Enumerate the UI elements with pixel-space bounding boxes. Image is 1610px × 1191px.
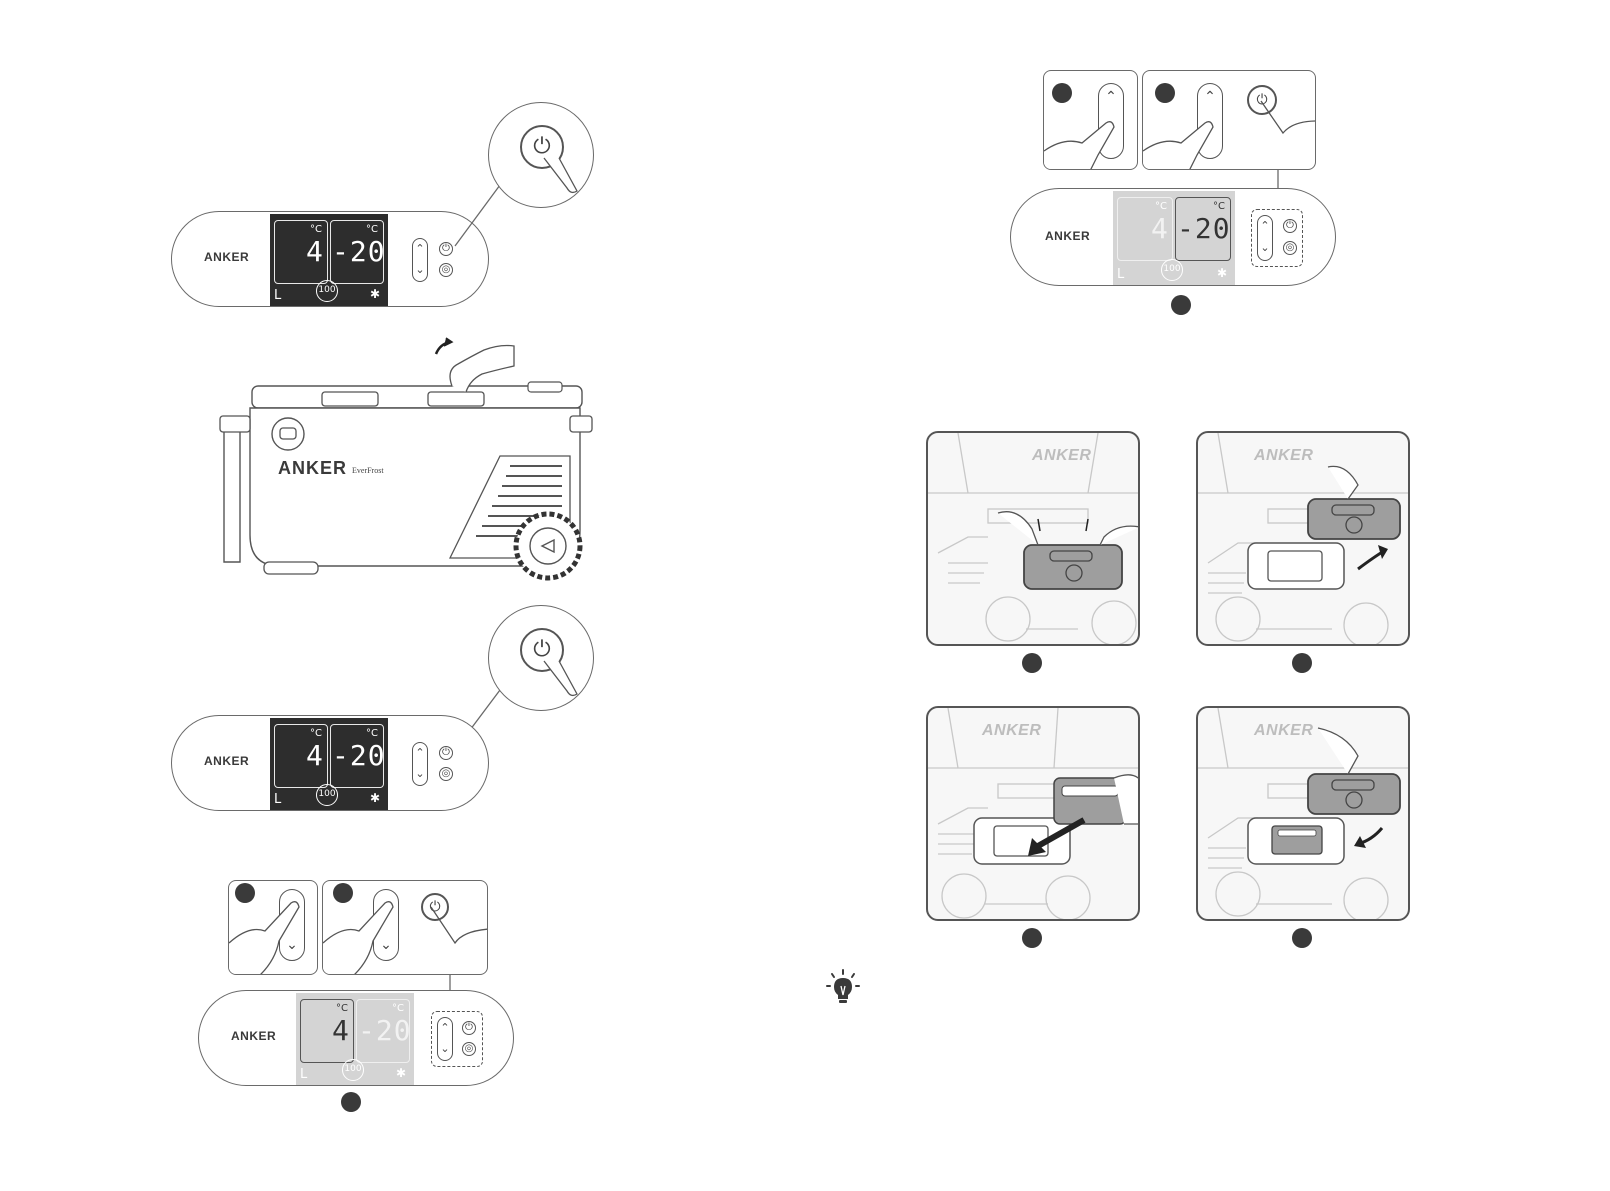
settings-button[interactable]: ◎ (462, 1042, 476, 1056)
step-marker (1171, 295, 1191, 315)
battery-step-photo-3: ANKER (926, 706, 1140, 921)
step-box-press-up: ⌃ (1043, 70, 1138, 170)
settings-button[interactable]: ◎ (439, 263, 453, 277)
settings-button[interactable]: ◎ (439, 767, 453, 781)
right-temp: -20 (358, 1017, 412, 1045)
left-temp: 4 (332, 1017, 350, 1045)
mode-letter: L (274, 288, 281, 303)
left-unit: °C (336, 1003, 348, 1014)
step-marker (1292, 928, 1312, 948)
control-panel-2: ANKER °C °C 4 -20 L 100 ✱ ⌃ ⌄ ⏻ ◎ (171, 715, 489, 811)
left-temp: 4 (306, 238, 324, 266)
right-temp: -20 (332, 742, 386, 770)
step-box-press-up-power: ⌃ ⏻ (1142, 70, 1316, 170)
bluetooth-icon: ✱ (396, 1066, 406, 1080)
battery-cover-illustration (928, 433, 1140, 646)
mode-letter: L (274, 792, 281, 807)
step-box-press-down-power: ⌄ ⏻ (322, 880, 488, 975)
control-panel-3: ANKER °C °C 4 -20 L 100 ✱ ⌃ ⌄ ⏻ ◎ (198, 990, 514, 1086)
anker-logo: ANKER (204, 754, 249, 768)
battery-indicator: 100 (342, 1059, 364, 1081)
right-temp: -20 (1177, 215, 1231, 243)
finger-illustration (489, 103, 595, 209)
anker-logo: ANKER (204, 250, 249, 264)
chevron-up-icon[interactable]: ⌃ (438, 1021, 452, 1034)
control-panel-4: ANKER °C °C 4 -20 L 100 ✱ ⌃ ⌄ ⏻ ◎ (1010, 188, 1336, 286)
step-marker (1022, 653, 1042, 673)
chevron-down-icon[interactable]: ⌄ (438, 1042, 452, 1055)
power-button[interactable]: ⏻ (439, 746, 453, 760)
zoom-power-press-1: ⏻ (488, 102, 594, 208)
left-unit: °C (310, 224, 322, 235)
mode-letter: L (300, 1067, 307, 1082)
temp-adjust-pill[interactable]: ⌃ ⌄ (437, 1017, 453, 1061)
battery-cover-close-illustration (1198, 708, 1410, 921)
right-unit: °C (366, 728, 378, 739)
hand-illustration (1143, 71, 1316, 170)
lcd-screen: °C °C 4 -20 L 100 ✱ (296, 993, 414, 1085)
cooler-brand: ANKER (278, 458, 347, 479)
battery-insert-illustration (928, 708, 1140, 921)
temp-adjust-pill[interactable]: ⌃ ⌄ (1257, 215, 1273, 261)
hand-illustration (1044, 71, 1138, 170)
battery-indicator: 100 (316, 784, 338, 806)
left-temp: 4 (306, 742, 324, 770)
right-unit: °C (1213, 201, 1225, 212)
chevron-up-icon[interactable]: ⌃ (1258, 219, 1272, 232)
right-temp: -20 (332, 238, 386, 266)
lcd-screen: °C °C 4 -20 L 100 ✱ (1113, 191, 1235, 285)
step-box-press-down: ⌄ (228, 880, 318, 975)
battery-indicator: 100 (1161, 259, 1183, 281)
right-unit: °C (392, 1003, 404, 1014)
finger-illustration (489, 606, 595, 712)
control-panel-1: ANKER °C °C 4 -20 L 100 ✱ ⌃ ⌄ ⏻ ◎ (171, 211, 489, 307)
step-marker (341, 1092, 361, 1112)
chevron-up-icon[interactable]: ⌃ (413, 746, 427, 759)
lightbulb-icon (826, 968, 860, 1004)
lcd-screen: °C °C 4 -20 L 100 ✱ (270, 214, 388, 306)
settings-button[interactable]: ◎ (1283, 241, 1297, 255)
battery-cover-illustration (1198, 433, 1410, 646)
hand-illustration (229, 881, 318, 975)
temp-adjust-pill[interactable]: ⌃ ⌄ (412, 238, 428, 282)
hand-illustration (323, 881, 488, 975)
temp-adjust-pill[interactable]: ⌃ ⌄ (412, 742, 428, 786)
chevron-down-icon[interactable]: ⌄ (1258, 241, 1272, 254)
chevron-down-icon[interactable]: ⌄ (413, 767, 427, 780)
battery-indicator: 100 (316, 280, 338, 302)
lcd-screen: °C °C 4 -20 L 100 ✱ (270, 718, 388, 810)
mode-letter: L (1117, 267, 1124, 282)
step-marker (1022, 928, 1042, 948)
anker-logo: ANKER (231, 1029, 276, 1043)
zoom-power-press-2: ⏻ (488, 605, 594, 711)
step-marker (1292, 653, 1312, 673)
power-button[interactable]: ⏻ (462, 1021, 476, 1035)
bluetooth-icon: ✱ (370, 791, 380, 805)
cooler-illustration (210, 330, 610, 580)
bluetooth-icon: ✱ (370, 287, 380, 301)
left-temp: 4 (1151, 215, 1169, 243)
power-button[interactable]: ⏻ (439, 242, 453, 256)
bluetooth-icon: ✱ (1217, 266, 1227, 280)
anker-logo: ANKER (1045, 229, 1090, 243)
battery-step-photo-1: ANKER (926, 431, 1140, 646)
battery-step-photo-4: ANKER (1196, 706, 1410, 921)
battery-step-photo-2: ANKER (1196, 431, 1410, 646)
power-button[interactable]: ⏻ (1283, 219, 1297, 233)
chevron-down-icon[interactable]: ⌄ (413, 263, 427, 276)
chevron-up-icon[interactable]: ⌃ (413, 242, 427, 255)
right-unit: °C (366, 224, 378, 235)
left-unit: °C (310, 728, 322, 739)
cooler-model: EverFrost (352, 466, 384, 475)
left-unit: °C (1155, 201, 1167, 212)
